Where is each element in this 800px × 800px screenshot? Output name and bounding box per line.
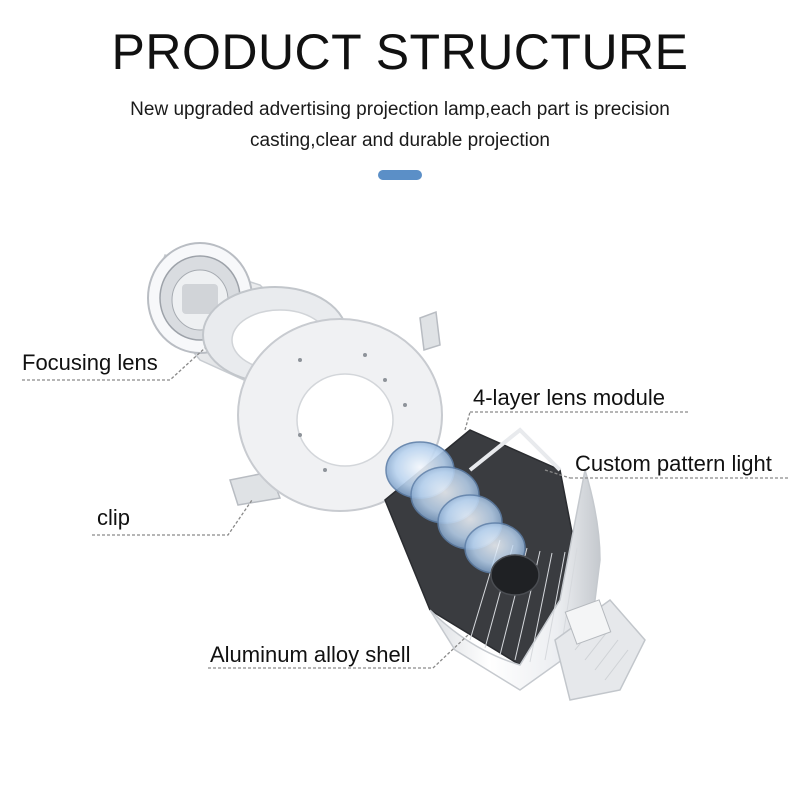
callout-focusing-lens: Focusing lens — [22, 350, 158, 375]
leader-line-focusing — [22, 347, 206, 381]
four-layer-lens-module-part — [385, 441, 540, 596]
page-subtitle: New upgraded advertising projection lamp… — [130, 99, 670, 151]
leader-line-pattern-tick — [544, 469, 571, 479]
callout-clip: clip — [97, 505, 131, 530]
callout-aluminum-shell: Aluminum alloy shell — [210, 642, 411, 667]
mounting-plate-part — [237, 318, 443, 512]
leader-line-lens-module-tick — [464, 411, 471, 431]
accent-bar — [378, 170, 422, 180]
leader-line-shell — [208, 634, 469, 669]
callout-lens-module: 4-layer lens module — [473, 385, 665, 410]
leader-lines — [22, 347, 790, 669]
leader-line-clip — [92, 499, 253, 536]
page-title: PRODUCT STRUCTURE — [111, 24, 689, 80]
callout-pattern-light: Custom pattern light — [575, 451, 772, 476]
